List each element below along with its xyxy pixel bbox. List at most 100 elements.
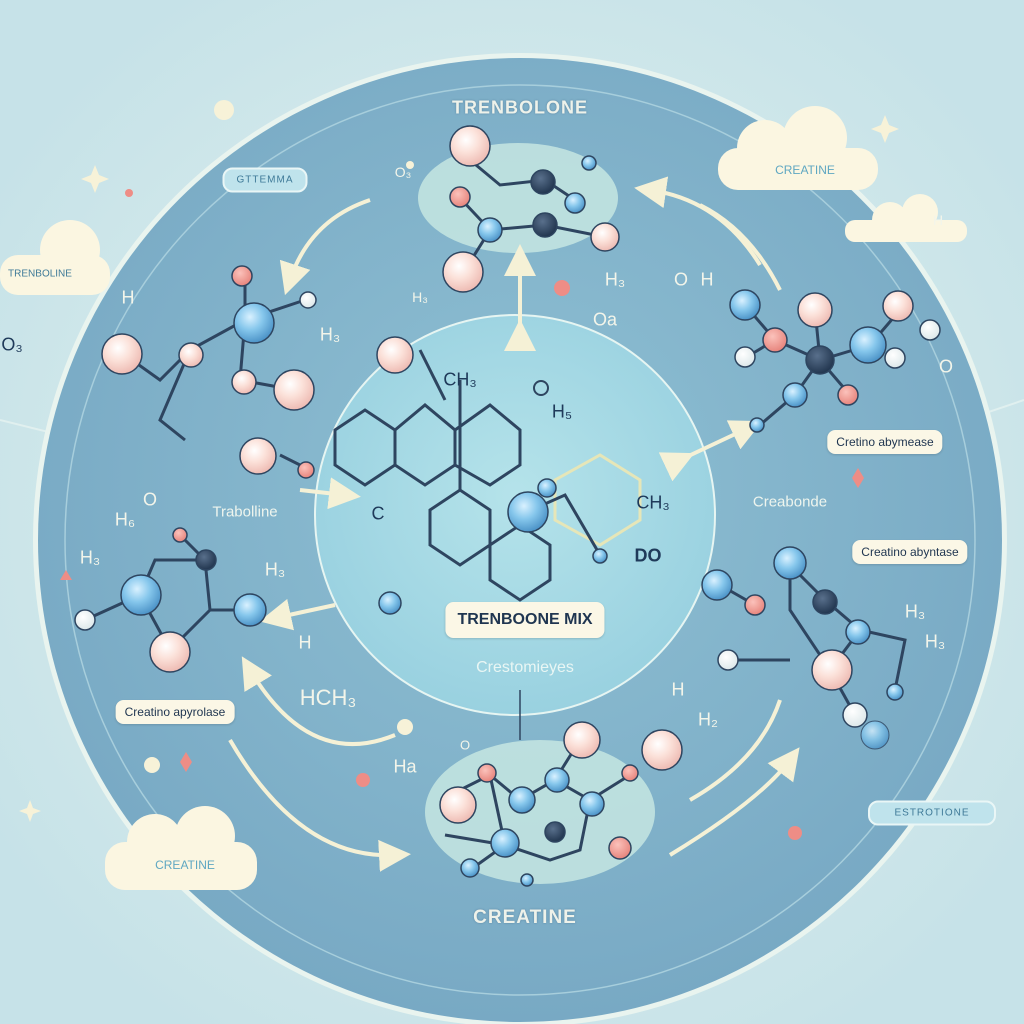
top-molecule-halo xyxy=(418,143,618,253)
chem-label: H₃ xyxy=(924,631,946,652)
accent-dots xyxy=(60,189,864,840)
chem-label: H₃ xyxy=(904,601,926,622)
chem-label: H₃ xyxy=(604,269,626,290)
atom-blue xyxy=(507,491,549,533)
atom-white xyxy=(74,609,96,631)
atom-white xyxy=(717,649,739,671)
chem-label: H₂ xyxy=(698,709,718,730)
atom-blue xyxy=(701,569,733,601)
chem-label: CH₃ xyxy=(443,369,477,390)
enzyme-label-right-lower: Creatino abyntase xyxy=(852,540,968,564)
cloud-label-creatine-bottom: CREATINE xyxy=(155,858,215,872)
atom-blue xyxy=(849,326,887,364)
cloud-right xyxy=(845,194,967,242)
chem-label: O xyxy=(459,737,471,753)
atom-pink xyxy=(590,222,620,252)
atom-blue xyxy=(537,478,557,498)
atom-blue xyxy=(520,873,534,887)
atom-blue xyxy=(378,591,402,615)
atom-blue xyxy=(749,417,765,433)
chem-label: H xyxy=(932,212,944,228)
atom-blue xyxy=(477,217,503,243)
atom-blue xyxy=(120,574,162,616)
atom-pink xyxy=(273,369,315,411)
cloud-top-right xyxy=(718,106,878,190)
cloud-left xyxy=(0,220,110,295)
chem-label: H₃ xyxy=(412,289,428,305)
chem-label: DO xyxy=(634,545,662,566)
chem-label: H₆ xyxy=(114,509,136,530)
label-hch3: HCH₃ xyxy=(299,685,357,710)
atom-pink xyxy=(811,649,853,691)
atom-red xyxy=(608,836,632,860)
atom-blue xyxy=(845,619,871,645)
chem-label: O₃ xyxy=(394,164,412,180)
chem-label: H xyxy=(298,632,312,653)
atom-pink xyxy=(231,369,257,395)
atom-pink xyxy=(376,336,414,374)
atom-blue xyxy=(233,593,267,627)
atom-red xyxy=(837,384,859,406)
atom-pink xyxy=(178,342,204,368)
atom-white xyxy=(842,702,868,728)
chem-label: H xyxy=(121,287,135,308)
atom-blue xyxy=(581,155,597,171)
chem-label: O xyxy=(142,489,158,510)
atom-navy xyxy=(530,169,556,195)
chem-label: H₃ xyxy=(79,547,101,568)
title-trenbolone: TRENBOLONE xyxy=(452,97,588,118)
atom-blue xyxy=(490,828,520,858)
atom-red xyxy=(762,327,788,353)
atom-red xyxy=(621,764,639,782)
chem-label: H xyxy=(671,679,685,700)
speech-bubble-top-left: GTTEMMA xyxy=(222,167,308,193)
atoms xyxy=(74,125,941,887)
atom-red xyxy=(172,527,188,543)
cloud-label-trenboline: TRENBOLINE xyxy=(8,268,72,280)
chem-label: Oa xyxy=(592,309,618,330)
chem-label: CH₃ xyxy=(636,492,670,513)
atom-pink xyxy=(239,437,277,475)
atom-blue xyxy=(773,546,807,580)
chem-label: O xyxy=(673,269,689,290)
atom-navy xyxy=(195,549,217,571)
chem-label: O₃ xyxy=(1,334,23,355)
atom-navy xyxy=(812,589,838,615)
atom-white xyxy=(919,319,941,341)
speech-bubble-right: ESTROTIONE xyxy=(868,800,996,826)
atom-blue xyxy=(544,767,570,793)
enzyme-label-right-upper: Cretino abymease xyxy=(827,430,943,454)
chem-label: C xyxy=(371,503,385,524)
atom-blue xyxy=(460,858,480,878)
chem-label: H xyxy=(700,269,714,290)
atom-pink xyxy=(641,729,683,771)
atom-navy xyxy=(544,821,566,843)
chem-label: H₃ xyxy=(264,559,286,580)
atom-pink xyxy=(101,333,143,375)
center-sublabel: Crestomieyes xyxy=(476,659,574,676)
flow-arrows xyxy=(228,176,800,872)
cloud-label-creatine-top: CREATINE xyxy=(775,163,835,177)
center-label-trenboone-mix: TRENBOONE MIX xyxy=(445,602,605,638)
atom-blue xyxy=(233,302,275,344)
atom-blue xyxy=(564,192,586,214)
atom-pink xyxy=(149,631,191,673)
atom-pink xyxy=(797,292,833,328)
atom-blue xyxy=(508,786,536,814)
atom-ring xyxy=(533,380,549,396)
atom-navy xyxy=(532,212,558,238)
sparkles xyxy=(19,100,899,822)
cloud-bottom-left xyxy=(105,806,257,890)
atom-white xyxy=(299,291,317,309)
atom-red xyxy=(744,594,766,616)
label-creabonde: Creabonde xyxy=(752,493,828,511)
atom-red xyxy=(297,461,315,479)
atom-blue xyxy=(782,382,808,408)
atom-blue xyxy=(729,289,761,321)
atom-pink xyxy=(439,786,477,824)
chem-label: Ha xyxy=(393,756,417,777)
title-creatine: CREATINE xyxy=(473,907,577,928)
atom-navy xyxy=(805,345,835,375)
label-trabolline: Trabolline xyxy=(212,503,278,521)
